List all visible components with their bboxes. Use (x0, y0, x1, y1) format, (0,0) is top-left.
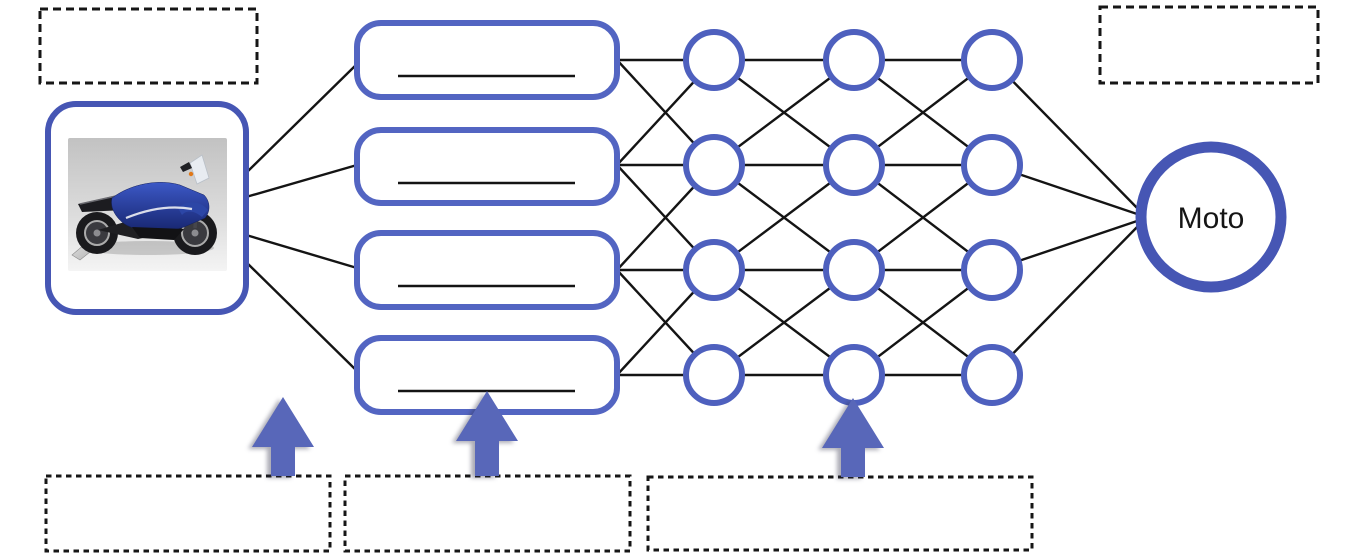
hidden-layer-3 (961, 29, 1023, 406)
motorcycle-photo (68, 138, 227, 271)
connections-layer2-to-layer3 (853, 58, 993, 377)
connections-layer1-to-layer2 (713, 58, 855, 377)
hidden-node (961, 344, 1023, 406)
feature-box-frame (354, 230, 620, 310)
hidden-node (823, 29, 885, 91)
hidden-node (961, 134, 1023, 196)
input-image-node (45, 101, 249, 315)
output-node-circle (1135, 141, 1287, 293)
hidden-node (683, 239, 745, 301)
connections-features-to-layer1 (616, 58, 715, 377)
up-arrow-icon-right (822, 398, 884, 477)
hidden-node (961, 239, 1023, 301)
hidden-node (823, 239, 885, 301)
placeholder-box-top-left (38, 7, 259, 85)
output-node-label: Moto (1178, 202, 1245, 235)
hidden-layer-2 (823, 29, 885, 406)
feature-box-3 (354, 230, 620, 310)
connections-input-to-features (245, 63, 358, 372)
rear-wheel (76, 212, 118, 254)
feature-box-frame (354, 20, 620, 100)
placeholder-box-top-right (1098, 5, 1320, 85)
connections-layer3-to-output (991, 59, 1144, 376)
placeholder-box-bottom-center (343, 474, 632, 553)
hidden-node (823, 344, 885, 406)
up-arrow-icon-center (456, 391, 518, 476)
up-arrow-icon-left (252, 397, 314, 476)
placeholder-box-bottom-right (646, 475, 1034, 552)
output-node: Moto (1135, 141, 1287, 293)
placeholder-box-bottom-left (44, 474, 332, 553)
hidden-node (683, 29, 745, 91)
hidden-node (683, 134, 745, 196)
hidden-node (961, 29, 1023, 91)
feature-box-frame (354, 127, 620, 206)
hidden-node (823, 134, 885, 196)
hidden-layer-1 (683, 29, 745, 406)
feature-box-2 (354, 127, 620, 206)
hidden-node (683, 344, 745, 406)
feature-box-1 (354, 20, 620, 100)
